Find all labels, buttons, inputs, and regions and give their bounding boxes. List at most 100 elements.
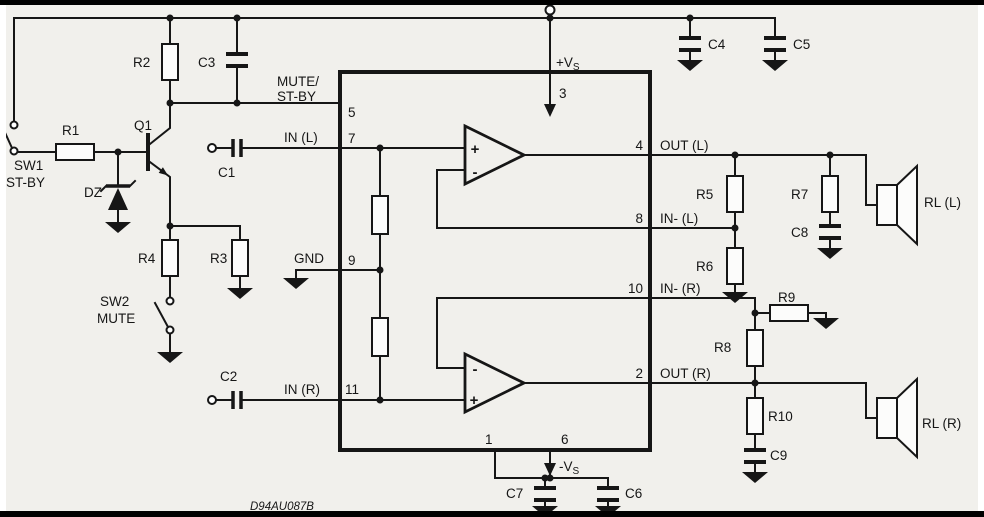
internal-resistor: [371, 195, 389, 235]
ground-symbol: [283, 278, 309, 289]
wire-segment: [436, 297, 878, 473]
speaker-cone: [896, 163, 918, 247]
ground-symbol: [227, 288, 253, 299]
label-c1: C1: [218, 165, 235, 180]
label-in-right: IN (R): [284, 382, 320, 397]
switch-lever: [153, 301, 170, 329]
junction-dot: [731, 151, 739, 159]
label-c6: C6: [625, 486, 642, 501]
top-black-bar: [0, 0, 984, 5]
label-sw2: SW2: [100, 294, 129, 309]
amplifier-ic: GND + - - + 5 7 9 11 3 4 8 10 2 1 6 +VS …: [283, 17, 711, 477]
zener-triangle: [108, 188, 128, 210]
label-mute-stby-line2: ST-BY: [277, 89, 316, 104]
ground-symbol: [105, 222, 131, 233]
label-vs-negative: -VS: [559, 459, 580, 477]
zener-diode-dz: [99, 179, 137, 210]
switch-terminal: [165, 296, 175, 306]
left-channel-output-network: R5 R6 R7 C8 RL (L): [436, 151, 961, 303]
capacitor-c4-plates: [679, 36, 701, 52]
opamp-triangle: [463, 351, 528, 415]
wire-segment: [13, 17, 341, 353]
capacitor-c2-plates: [231, 391, 243, 409]
junction-dot: [541, 474, 549, 482]
input-terminal-left: [207, 143, 217, 153]
junction-dot: [731, 224, 739, 232]
junction-dot: [166, 222, 174, 230]
label-r8: R8: [714, 340, 731, 355]
label-r6: R6: [696, 259, 713, 274]
label-r5: R5: [696, 187, 713, 202]
wire-segment: [13, 13, 776, 61]
label-in-minus-right: IN- (R): [660, 281, 701, 296]
label-r3: R3: [210, 251, 227, 266]
switch-terminal: [9, 146, 19, 156]
label-c4: C4: [708, 37, 726, 52]
ground-symbol: [677, 60, 703, 71]
resistor-r4: [161, 239, 179, 277]
pin-6: 6: [561, 432, 569, 447]
junction-dot: [751, 379, 759, 387]
capacitor-c5-plates: [764, 36, 786, 52]
label-r7: R7: [791, 187, 808, 202]
speaker-cone: [896, 376, 918, 460]
speaker-coil: [876, 397, 898, 439]
wire-segment: [215, 147, 466, 401]
resistor-r7: [821, 175, 839, 213]
capacitor-c9-plates: [744, 448, 766, 464]
label-vs-positive: +VS: [556, 55, 580, 73]
pin-9: 9: [348, 253, 356, 268]
pin-8: 8: [635, 211, 643, 226]
pin-10: 10: [628, 281, 643, 296]
ground-symbol: [762, 60, 788, 71]
capacitor-c1-plates: [231, 139, 243, 157]
opamp-minus-input: -: [473, 164, 478, 181]
emitter-arrowhead: [158, 167, 168, 176]
label-r10: R10: [768, 409, 793, 424]
capacitor-c3-plates: [226, 52, 248, 68]
pin-2: 2: [635, 366, 643, 381]
speaker-right: [876, 376, 918, 460]
label-out-left: OUT (L): [660, 138, 709, 153]
ground-symbol: [742, 472, 768, 483]
label-in-left: IN (L): [284, 130, 318, 145]
bottom-black-bar: [0, 511, 984, 517]
ground-symbol: [817, 248, 843, 259]
resistor-r8: [746, 329, 764, 367]
opamp-plus-input: +: [471, 141, 480, 158]
pin-3: 3: [559, 86, 567, 101]
pin-1: 1: [485, 432, 493, 447]
junction-dot: [114, 148, 122, 156]
label-mute-stby-line1: MUTE/: [277, 74, 319, 89]
opamp-triangle: [463, 123, 528, 187]
resistor-r1: [55, 143, 95, 161]
label-c8: C8: [791, 225, 808, 240]
transistor-q1: [146, 133, 168, 176]
junction-dot: [751, 309, 759, 317]
wire-segment: [436, 154, 878, 293]
document-code: D94AU087B: [250, 501, 314, 513]
label-sw2-function: MUTE: [97, 311, 135, 326]
switch-terminal: [9, 120, 19, 130]
label-rl-left: RL (L): [924, 195, 961, 210]
vs-negative-arrowhead: [544, 463, 556, 476]
pin-7: 7: [348, 131, 356, 146]
opamp-left-channel: + -: [463, 123, 528, 187]
label-r9: R9: [778, 290, 795, 305]
label-dz: DZ: [84, 185, 102, 200]
label-gnd: GND: [294, 251, 324, 266]
zener-wing: [99, 179, 137, 193]
label-r2: R2: [133, 55, 150, 70]
junction-dot: [686, 14, 694, 22]
pin-11: 11: [345, 382, 359, 397]
junction-dot: [546, 474, 554, 482]
internal-resistor: [371, 317, 389, 357]
junction-dot: [233, 99, 241, 107]
ground-symbol: [813, 318, 839, 329]
resistor-r9: [769, 304, 809, 322]
input-section: C1 C2 IN (L) IN (R): [207, 130, 466, 409]
label-c3: C3: [198, 55, 215, 70]
pin-4: 4: [635, 138, 643, 153]
